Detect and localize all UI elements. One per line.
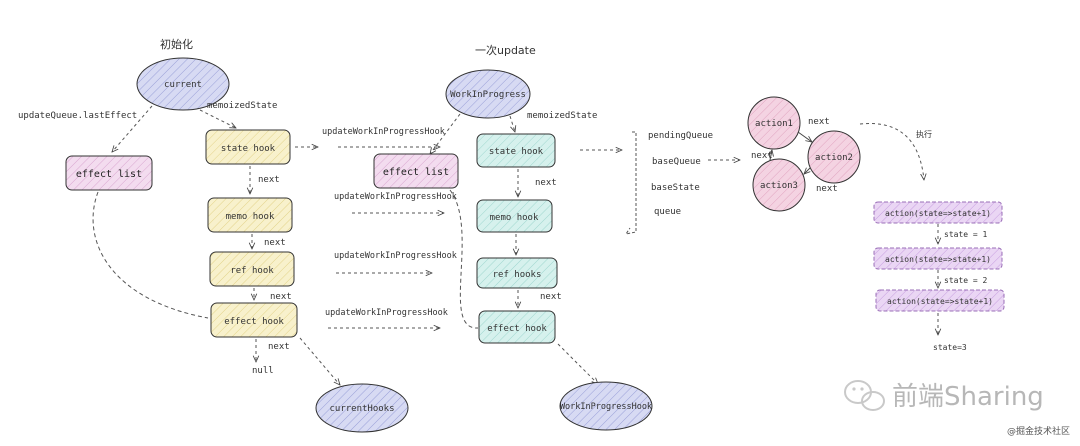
edge-execute <box>859 123 924 180</box>
init-next-1: next <box>258 175 280 185</box>
wip-hooks-node <box>559 381 653 431</box>
update-next-2: next <box>540 292 562 302</box>
queue-field-pending: pendingQueue <box>648 131 713 141</box>
edge-current-state <box>199 109 236 128</box>
state-label-1: state = 1 <box>944 230 988 239</box>
watermark-brand: 前端Sharing <box>892 382 1044 412</box>
edge-current-effect <box>112 105 153 152</box>
state-label-2: state = 2 <box>944 276 988 285</box>
action-next-2: next <box>816 184 838 194</box>
uwip-label-2: updateWorkInProgressHook <box>334 192 457 202</box>
null-label: null <box>252 366 274 376</box>
edge-effect-list-loop <box>92 191 209 319</box>
update-ref-hook-label: ref hooks <box>493 270 542 280</box>
update-queue-label: updateQueue.lastEffect <box>18 111 137 121</box>
action2-node <box>807 130 861 184</box>
edge-current-hooks <box>299 337 340 385</box>
action2-label: action2 <box>815 153 853 163</box>
init-state-hook <box>205 129 291 165</box>
watermark-community: @掘金技术社区 <box>1007 425 1070 437</box>
execute-label: 执行 <box>916 129 932 139</box>
edge-action3-action1 <box>770 150 772 161</box>
queue-field-base-queue: baseQueue <box>652 157 701 167</box>
wip-hooks-label: WorkInProgressHook <box>560 402 652 412</box>
queue-field-base-state: baseState <box>651 183 700 193</box>
action1-node <box>747 96 801 150</box>
action1-label: action1 <box>755 119 793 129</box>
edge-wip-hooks <box>557 343 598 384</box>
update-effect-list-label: effect list <box>383 167 449 178</box>
action3-label: action3 <box>760 181 798 191</box>
init-next-3: next <box>270 292 292 302</box>
step-1-label: action(state=>state+1) <box>885 209 991 218</box>
uwip-label-3: updateWorkInProgressHook <box>334 251 457 261</box>
current-node <box>136 57 230 111</box>
wechat-icon <box>844 380 885 411</box>
init-effect-list-label: effect list <box>76 169 142 180</box>
init-memo-hook-label: memo hook <box>226 212 275 222</box>
update-effect-hook-label: effect hook <box>487 324 547 334</box>
step-1 <box>873 201 1003 224</box>
init-memo-hook <box>207 197 293 233</box>
edge-wip-state <box>509 115 515 132</box>
init-next-4: next <box>268 342 290 352</box>
init-ref-hook <box>209 251 295 287</box>
final-state: state=3 <box>933 343 967 352</box>
init-next-2: next <box>264 238 286 248</box>
update-memo-hook-label: memo hook <box>490 213 539 223</box>
step-2-label: action(state=>state+1) <box>885 255 991 264</box>
update-title: 一次update <box>475 43 536 57</box>
edge-update-effect-loop <box>449 189 479 329</box>
step-3-label: action(state=>state+1) <box>887 297 993 306</box>
init-effect-hook <box>210 302 298 338</box>
init-memoized-state-label: memoizedState <box>207 101 277 111</box>
step-3 <box>875 289 1005 312</box>
init-title: 初始化 <box>160 37 193 51</box>
update-memoized-state-label: memoizedState <box>527 111 597 121</box>
current-label: current <box>164 80 202 90</box>
step-2 <box>873 247 1003 270</box>
update-effect-hook <box>478 310 556 344</box>
wip-label: WorkInProgress <box>450 90 526 100</box>
init-effect-list <box>65 155 153 191</box>
init-state-hook-label: state hook <box>221 144 276 154</box>
action-next-3: next <box>751 151 773 161</box>
update-ref-hook <box>476 257 558 289</box>
update-state-hook <box>476 133 556 168</box>
action3-node <box>752 158 806 212</box>
action-next-1: next <box>808 117 830 127</box>
current-hooks-node <box>315 383 409 433</box>
update-effect-list <box>373 153 459 189</box>
update-memo-hook <box>476 199 553 233</box>
update-next-1: next <box>535 178 557 188</box>
wip-node <box>445 69 531 119</box>
current-hooks-label: currentHooks <box>329 404 394 414</box>
init-effect-hook-label: effect hook <box>224 317 284 327</box>
update-state-hook-label: state hook <box>489 147 544 157</box>
queue-field-queue: queue <box>654 207 681 217</box>
uwip-label-4: updateWorkInProgressHook <box>325 308 448 318</box>
edge-wip-effect <box>430 113 461 154</box>
edge-action1-action2 <box>797 131 812 142</box>
init-ref-hook-label: ref hook <box>230 266 274 276</box>
uwip-label-1: updateWorkInProgressHook <box>322 127 445 137</box>
edge-action2-action3 <box>804 168 810 174</box>
queue-bracket <box>624 131 637 235</box>
